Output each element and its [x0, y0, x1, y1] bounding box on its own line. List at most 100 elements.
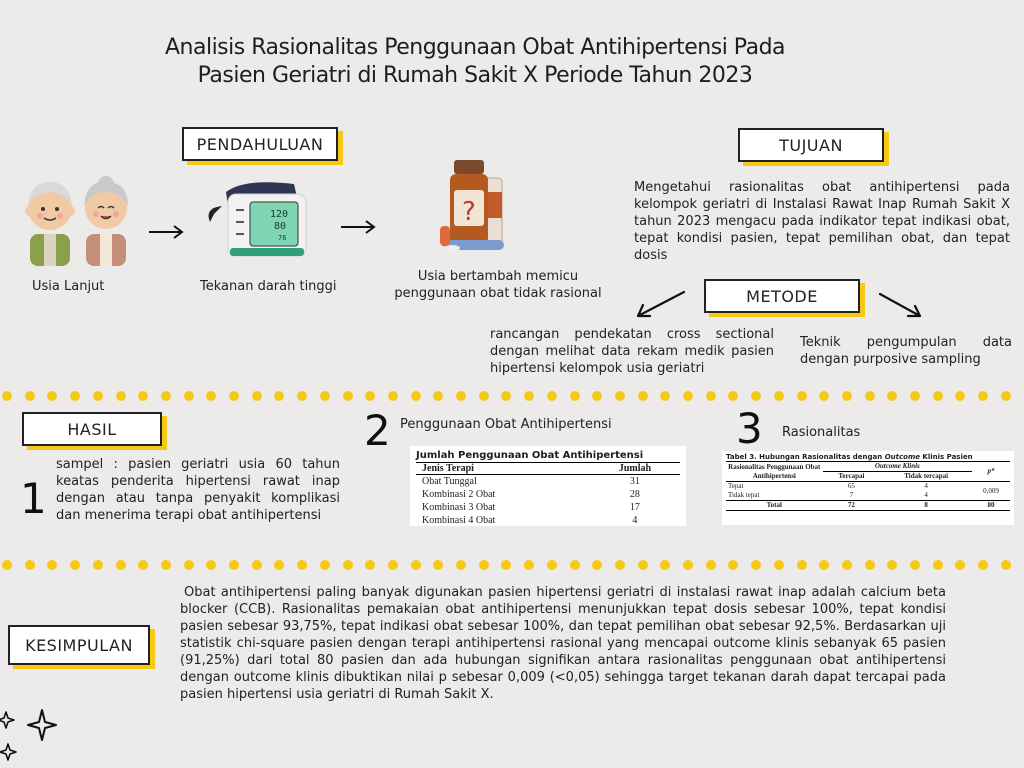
divider-dot	[70, 391, 81, 401]
table1-cell: 4	[632, 515, 638, 526]
divider-dot	[524, 560, 535, 570]
divider-dot	[978, 391, 989, 401]
divider-dot	[206, 560, 217, 570]
kesimpulan-text: Obat antihipertensi paling banyak diguna…	[180, 585, 946, 702]
table2-caption: Tabel 3. Hubungan Rasionalitas dengan Ou…	[726, 453, 1010, 461]
bp-readout-pulse: 76	[278, 234, 286, 242]
table1-cell: 28	[629, 489, 640, 500]
bp-readout-dia: 80	[274, 221, 286, 232]
divider-dot	[183, 560, 194, 570]
divider-dot	[728, 391, 739, 401]
table2-cell: 4	[924, 491, 928, 499]
divider-dot	[841, 560, 852, 570]
table2-cell: 4	[924, 482, 928, 490]
divider-dot	[592, 391, 603, 401]
table2-header-p: p*	[972, 461, 1010, 482]
table2-p-value: 0,009	[983, 486, 999, 495]
divider-dot	[456, 560, 466, 570]
divider-dot	[819, 391, 830, 401]
divider-dot	[456, 391, 466, 401]
metode-heading: METODE	[704, 279, 860, 313]
table1-header-jenis: Jenis Terapi	[416, 462, 590, 475]
divider-dot	[274, 391, 285, 401]
table-row: Kombinasi 2 Obat 28	[416, 488, 680, 501]
result-number-2: 2	[364, 406, 391, 455]
step-tekanan-darah: Tekanan darah tinggi	[200, 279, 337, 294]
divider-dot	[2, 391, 12, 401]
table1-cell: 31	[629, 476, 640, 487]
divider-dot	[160, 391, 171, 401]
divider-dot	[751, 391, 762, 401]
bp-readout-sys: 120	[270, 209, 288, 220]
blood-pressure-monitor-icon: 120 80 76	[208, 182, 307, 257]
divider-dot	[796, 560, 807, 570]
table2-header-tidak-tercapai: Tidak tercapai	[880, 471, 973, 482]
step-usia-lanjut: Usia Lanjut	[32, 279, 105, 294]
divider-dot	[410, 560, 421, 570]
tujuan-text: Mengetahui rasionalitas obat antihiperte…	[634, 180, 1010, 263]
svg-text:?: ?	[462, 197, 476, 227]
hasil-text-1: sampel : pasien geriatri usia 60 tahun k…	[56, 457, 340, 523]
table2-total-cell: 80	[987, 501, 995, 509]
table2-header-tercapai: Tercapai	[822, 471, 881, 482]
hasil-heading: HASIL	[22, 412, 162, 446]
divider-dot	[115, 560, 126, 570]
divider-dot	[319, 391, 330, 401]
table1-cell: Kombinasi 3 Obat	[422, 502, 496, 513]
table-row: Kombinasi 3 Obat 17	[416, 501, 680, 514]
table-row: Tepat 65 4 0,009	[726, 482, 1010, 495]
table1-header-jumlah: Jumlah	[589, 462, 680, 475]
divider-dot	[387, 391, 398, 401]
table2-total-cell: 72	[847, 501, 855, 509]
kesimpulan-heading: KESIMPULAN	[8, 625, 150, 665]
divider-dot	[251, 391, 262, 401]
divider-dot	[864, 391, 875, 401]
table-row: Kombinasi 4 Obat 4	[416, 514, 680, 527]
divider-dot	[24, 391, 35, 401]
divider-dot	[932, 560, 943, 570]
table2-header-group: Outcome Klinis	[822, 461, 973, 472]
arrow-right-icon	[149, 225, 184, 239]
table1-cell: Obat Tunggal	[422, 476, 477, 487]
divider-dot	[365, 391, 376, 401]
divider-dot	[92, 391, 103, 401]
divider-dot	[955, 391, 966, 401]
divider-dot	[546, 391, 557, 401]
table2-header-left: Rasionalitas Penggunaan Obat Antihiperte…	[726, 461, 823, 482]
table2-total-label: Total	[766, 501, 782, 509]
divider-dot	[864, 560, 875, 570]
divider-dot	[773, 391, 784, 401]
tujuan-heading-text: TUJUAN	[779, 135, 843, 155]
divider-dot	[478, 391, 489, 401]
table-row-total: Total 72 8 80	[726, 500, 1010, 511]
divider-dot	[47, 391, 58, 401]
divider-dot	[887, 391, 898, 401]
arrow-down-right-icon	[878, 292, 922, 318]
divider-dot	[433, 391, 444, 401]
divider-dot	[660, 391, 671, 401]
divider-dot	[24, 560, 35, 570]
metode-right-text: Teknik pengumpulan data dengan purposive…	[800, 335, 1012, 367]
table-rasionalitas: Tabel 3. Hubungan Rasionalitas dengan Ou…	[722, 451, 1014, 525]
hasil-label-2: Penggunaan Obat Antihipertensi	[400, 417, 612, 432]
divider-dot	[138, 560, 149, 570]
elderly-couple-icon	[25, 176, 128, 266]
step3-line-2: penggunaan obat tidak rasional	[394, 286, 602, 301]
divider-dot	[387, 560, 398, 570]
divider-dot	[683, 391, 693, 401]
metode-left-text: rancangan pendekatan cross sectional den…	[490, 327, 774, 376]
table2-caption-c: Klinis Pasien	[919, 453, 973, 461]
divider-dot	[910, 560, 920, 570]
arrow-right-icon	[341, 220, 376, 234]
table2-caption-b: Outcome	[884, 453, 920, 461]
divider-dot	[410, 391, 421, 401]
divider-dot	[796, 391, 807, 401]
title-line-1: Analisis Rasionalitas Penggunaan Obat An…	[164, 35, 786, 60]
divider-dot	[138, 391, 149, 401]
divider-dot	[841, 391, 852, 401]
divider-dot	[229, 560, 239, 570]
divider-dot	[660, 560, 671, 570]
table-penggunaan-obat: Jumlah Penggunaan Obat Antihipertensi Je…	[410, 446, 686, 526]
divider-dot	[705, 560, 716, 570]
arrow-down-left-icon	[636, 290, 686, 318]
